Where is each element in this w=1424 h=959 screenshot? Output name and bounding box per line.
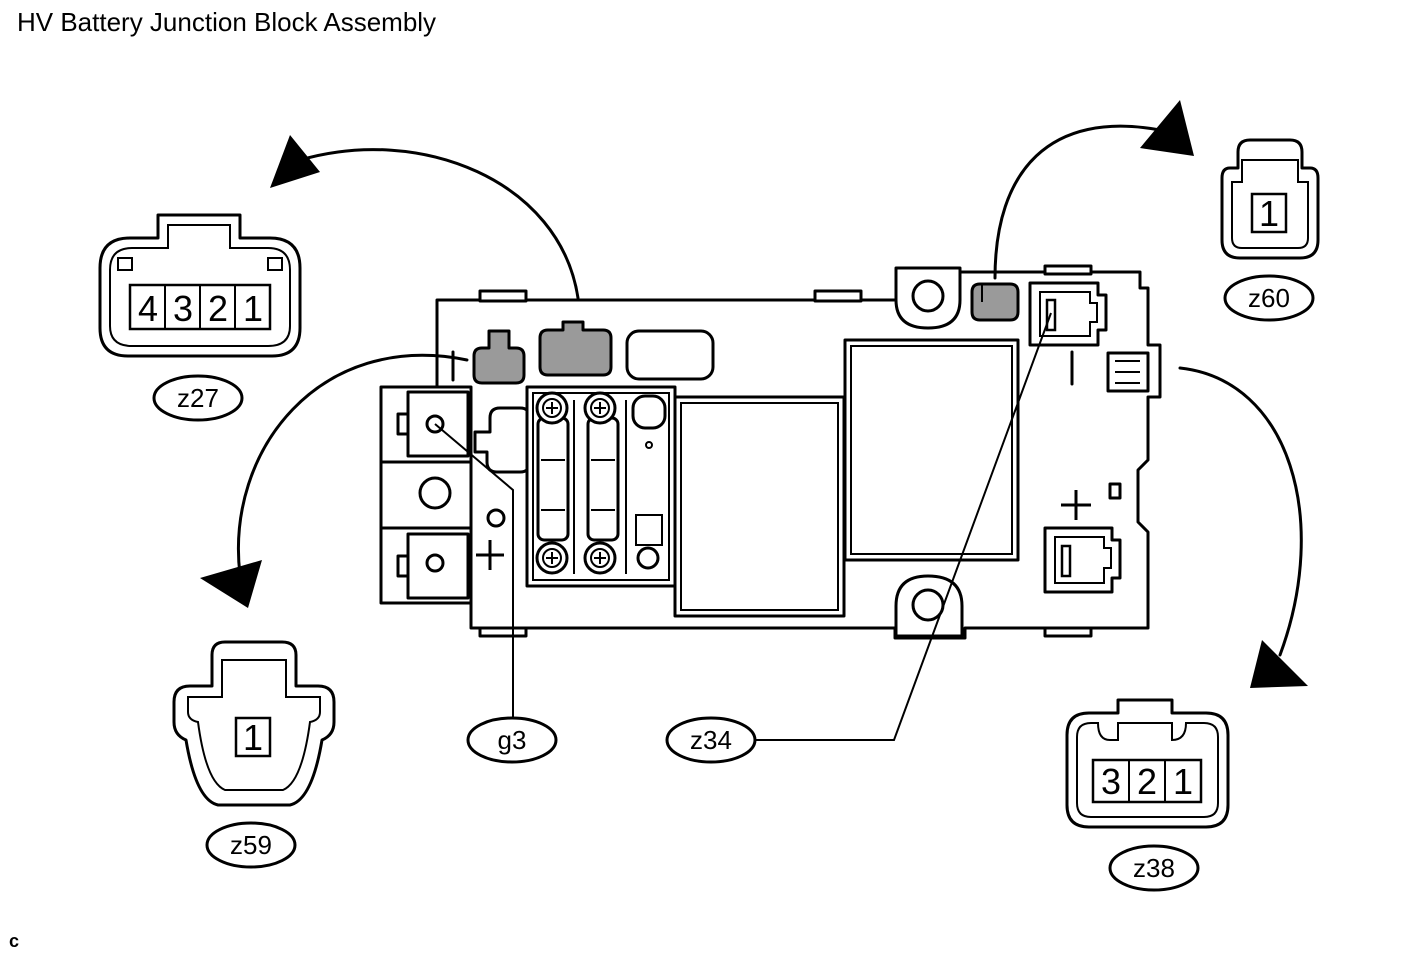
pin-label: 1 — [243, 288, 263, 329]
left-terminal-tabs — [379, 385, 473, 605]
pin-label: 1 — [1173, 761, 1193, 802]
pin-label: 3 — [173, 288, 193, 329]
svg-text:g3: g3 — [498, 725, 527, 755]
screw-head-icon — [535, 541, 569, 575]
screw-head-icon — [535, 391, 569, 425]
connector-label-z60: z60 — [1223, 274, 1315, 322]
svg-text:z38: z38 — [1133, 853, 1175, 883]
connector-z38: 3 2 1 — [1065, 698, 1230, 829]
curved-arrow-icon — [270, 135, 580, 300]
connector-label-z59: z59 — [205, 821, 297, 869]
pin-label: 3 — [1101, 761, 1121, 802]
junction-block-body — [379, 264, 1162, 640]
callout-label-g3: g3 — [466, 716, 558, 764]
pin-label: 2 — [1137, 761, 1157, 802]
screw-head-icon — [583, 541, 617, 575]
svg-text:z59: z59 — [230, 830, 272, 860]
connector-label-z27: z27 — [152, 374, 244, 422]
pin-label: 2 — [208, 288, 228, 329]
pin-label: 1 — [243, 717, 263, 758]
curved-arrow-icon — [993, 100, 1194, 280]
fuse-holder — [525, 385, 677, 588]
svg-text:z27: z27 — [177, 383, 219, 413]
diagram-title: HV Battery Junction Block Assembly — [17, 7, 437, 37]
pin-label: 1 — [1259, 193, 1279, 234]
connector-z59: 1 — [172, 640, 336, 807]
screw-head-icon — [583, 391, 617, 425]
connector-label-z38: z38 — [1108, 844, 1200, 892]
curved-arrow-icon — [1178, 366, 1308, 688]
connector-z27: 4 3 2 1 — [98, 213, 302, 358]
callout-label-z34: z34 — [665, 716, 757, 764]
svg-text:z34: z34 — [690, 725, 732, 755]
connector-z60: 1 — [1220, 138, 1320, 260]
svg-text:z60: z60 — [1248, 283, 1290, 313]
corner-mark: c — [9, 931, 20, 951]
pin-label: 4 — [138, 288, 158, 329]
curved-arrow-icon — [200, 353, 469, 608]
